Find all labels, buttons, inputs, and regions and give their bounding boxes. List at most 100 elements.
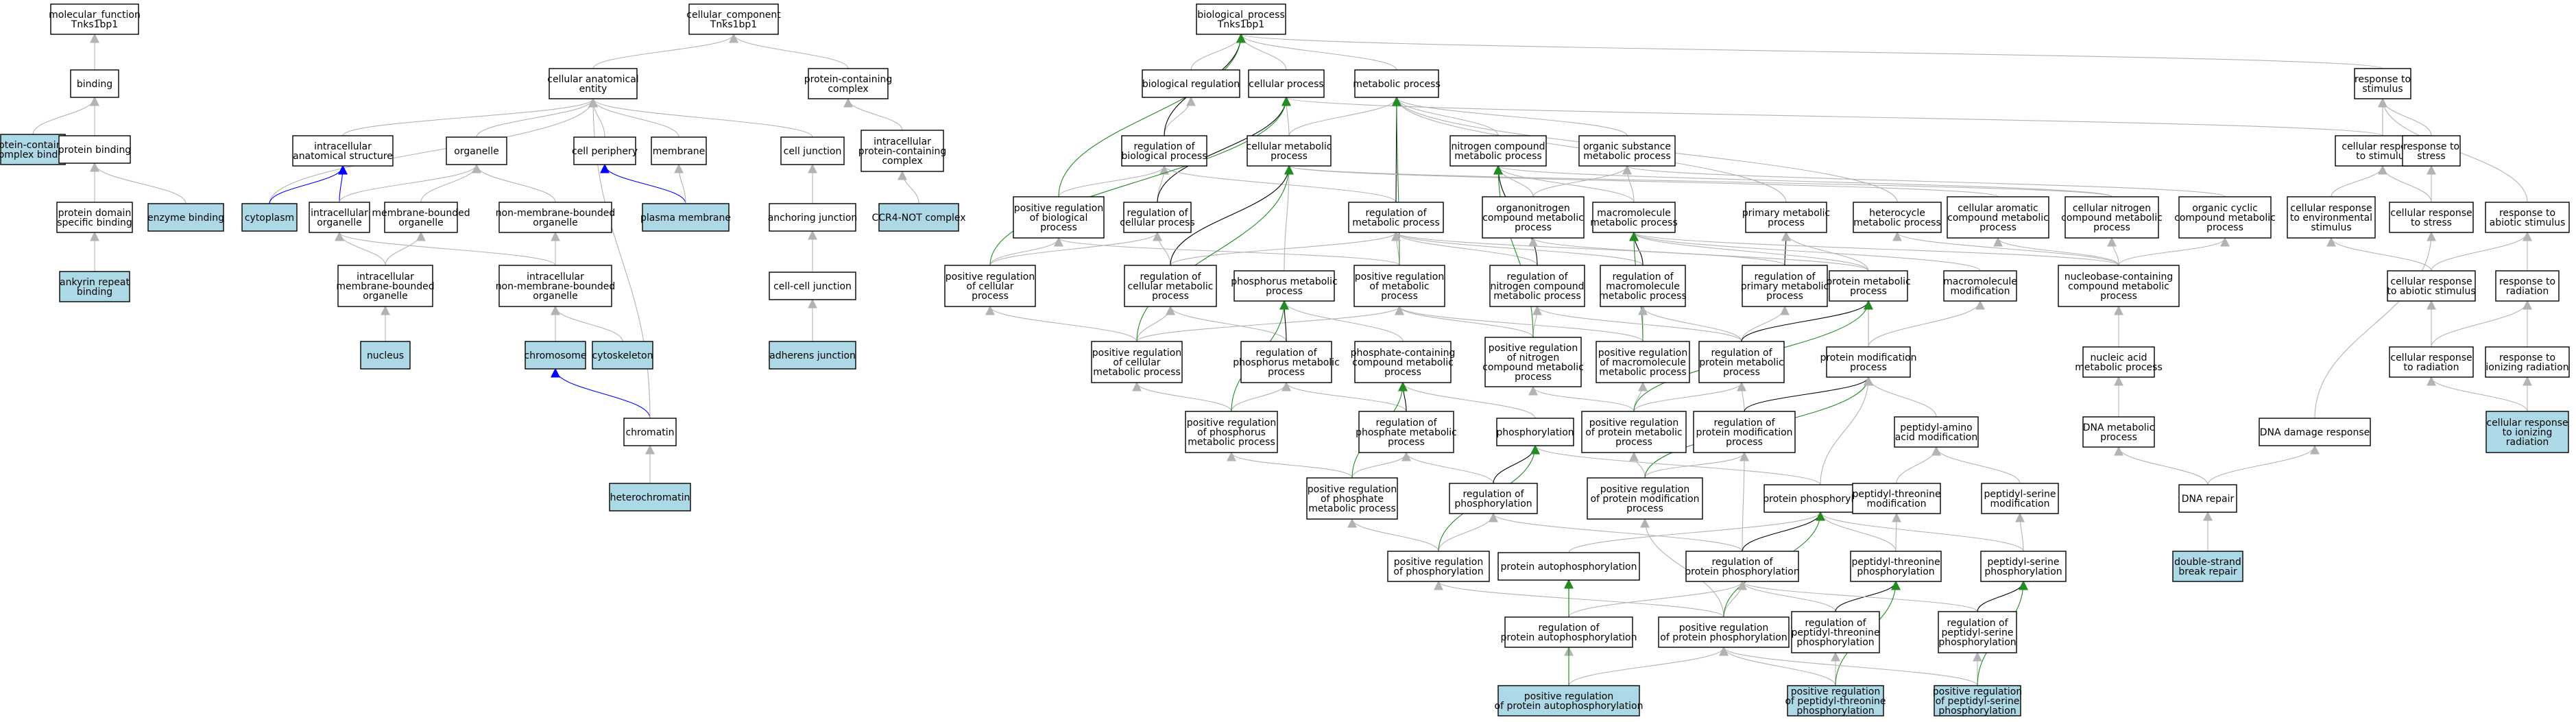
go-term-cytoskeleton[interactable]: cytoskeleton xyxy=(592,341,653,370)
go-term-ccr4[interactable]: CCR4-NOT complex xyxy=(871,203,966,232)
go-term-enzbind[interactable]: enzyme binding xyxy=(147,203,224,232)
go-term-reg_psphos[interactable]: regulation ofpeptidyl-serinephosphorylat… xyxy=(1938,611,2017,653)
go-term-cytoplasm[interactable]: cytoplasm xyxy=(241,203,298,232)
go-term-celljunc[interactable]: cell junction xyxy=(780,136,845,165)
go-term-ccjunc[interactable]: cell-cell junction xyxy=(769,272,856,300)
go-term-nucleus[interactable]: nucleus xyxy=(360,341,411,370)
go-term-dnarepair[interactable]: DNA repair xyxy=(2178,484,2237,513)
go-term-reg_ptphos[interactable]: regulation ofpeptidyl-threoninephosphory… xyxy=(1791,611,1880,653)
go-term-phosphorylation[interactable]: phosphorylation xyxy=(1496,418,1574,446)
go-term-inmbo[interactable]: intracellularnon-membrane-boundedorganel… xyxy=(496,265,616,307)
go-term-chromatin[interactable]: chromatin xyxy=(623,418,677,446)
go-term-biolreg[interactable]: biological regulation xyxy=(1142,69,1240,98)
go-term-plasmamem[interactable]: plasma membrane xyxy=(640,203,731,232)
go-term-anchjunc[interactable]: anchoring junction xyxy=(768,203,858,232)
go-term-organelle[interactable]: organelle xyxy=(446,136,507,165)
go-term-membrane[interactable]: membrane xyxy=(651,136,707,165)
go-term-metproc[interactable]: metabolic process xyxy=(1353,69,1441,98)
go-term-cellper[interactable]: cell periphery xyxy=(572,136,638,165)
go-term-dnadamage[interactable]: DNA damage response xyxy=(2259,418,2371,446)
go-term-chromosome[interactable]: chromosome xyxy=(525,341,587,370)
go-term-cellproc[interactable]: cellular process xyxy=(1248,69,1325,98)
go-term-adherens[interactable]: adherens junction xyxy=(769,341,856,370)
go-term-protbind[interactable]: protein binding xyxy=(58,135,131,164)
go-term-heterochromatin[interactable]: heterochromatin xyxy=(609,483,691,512)
go-term-protautophos[interactable]: protein autophosphorylation xyxy=(1497,552,1640,581)
